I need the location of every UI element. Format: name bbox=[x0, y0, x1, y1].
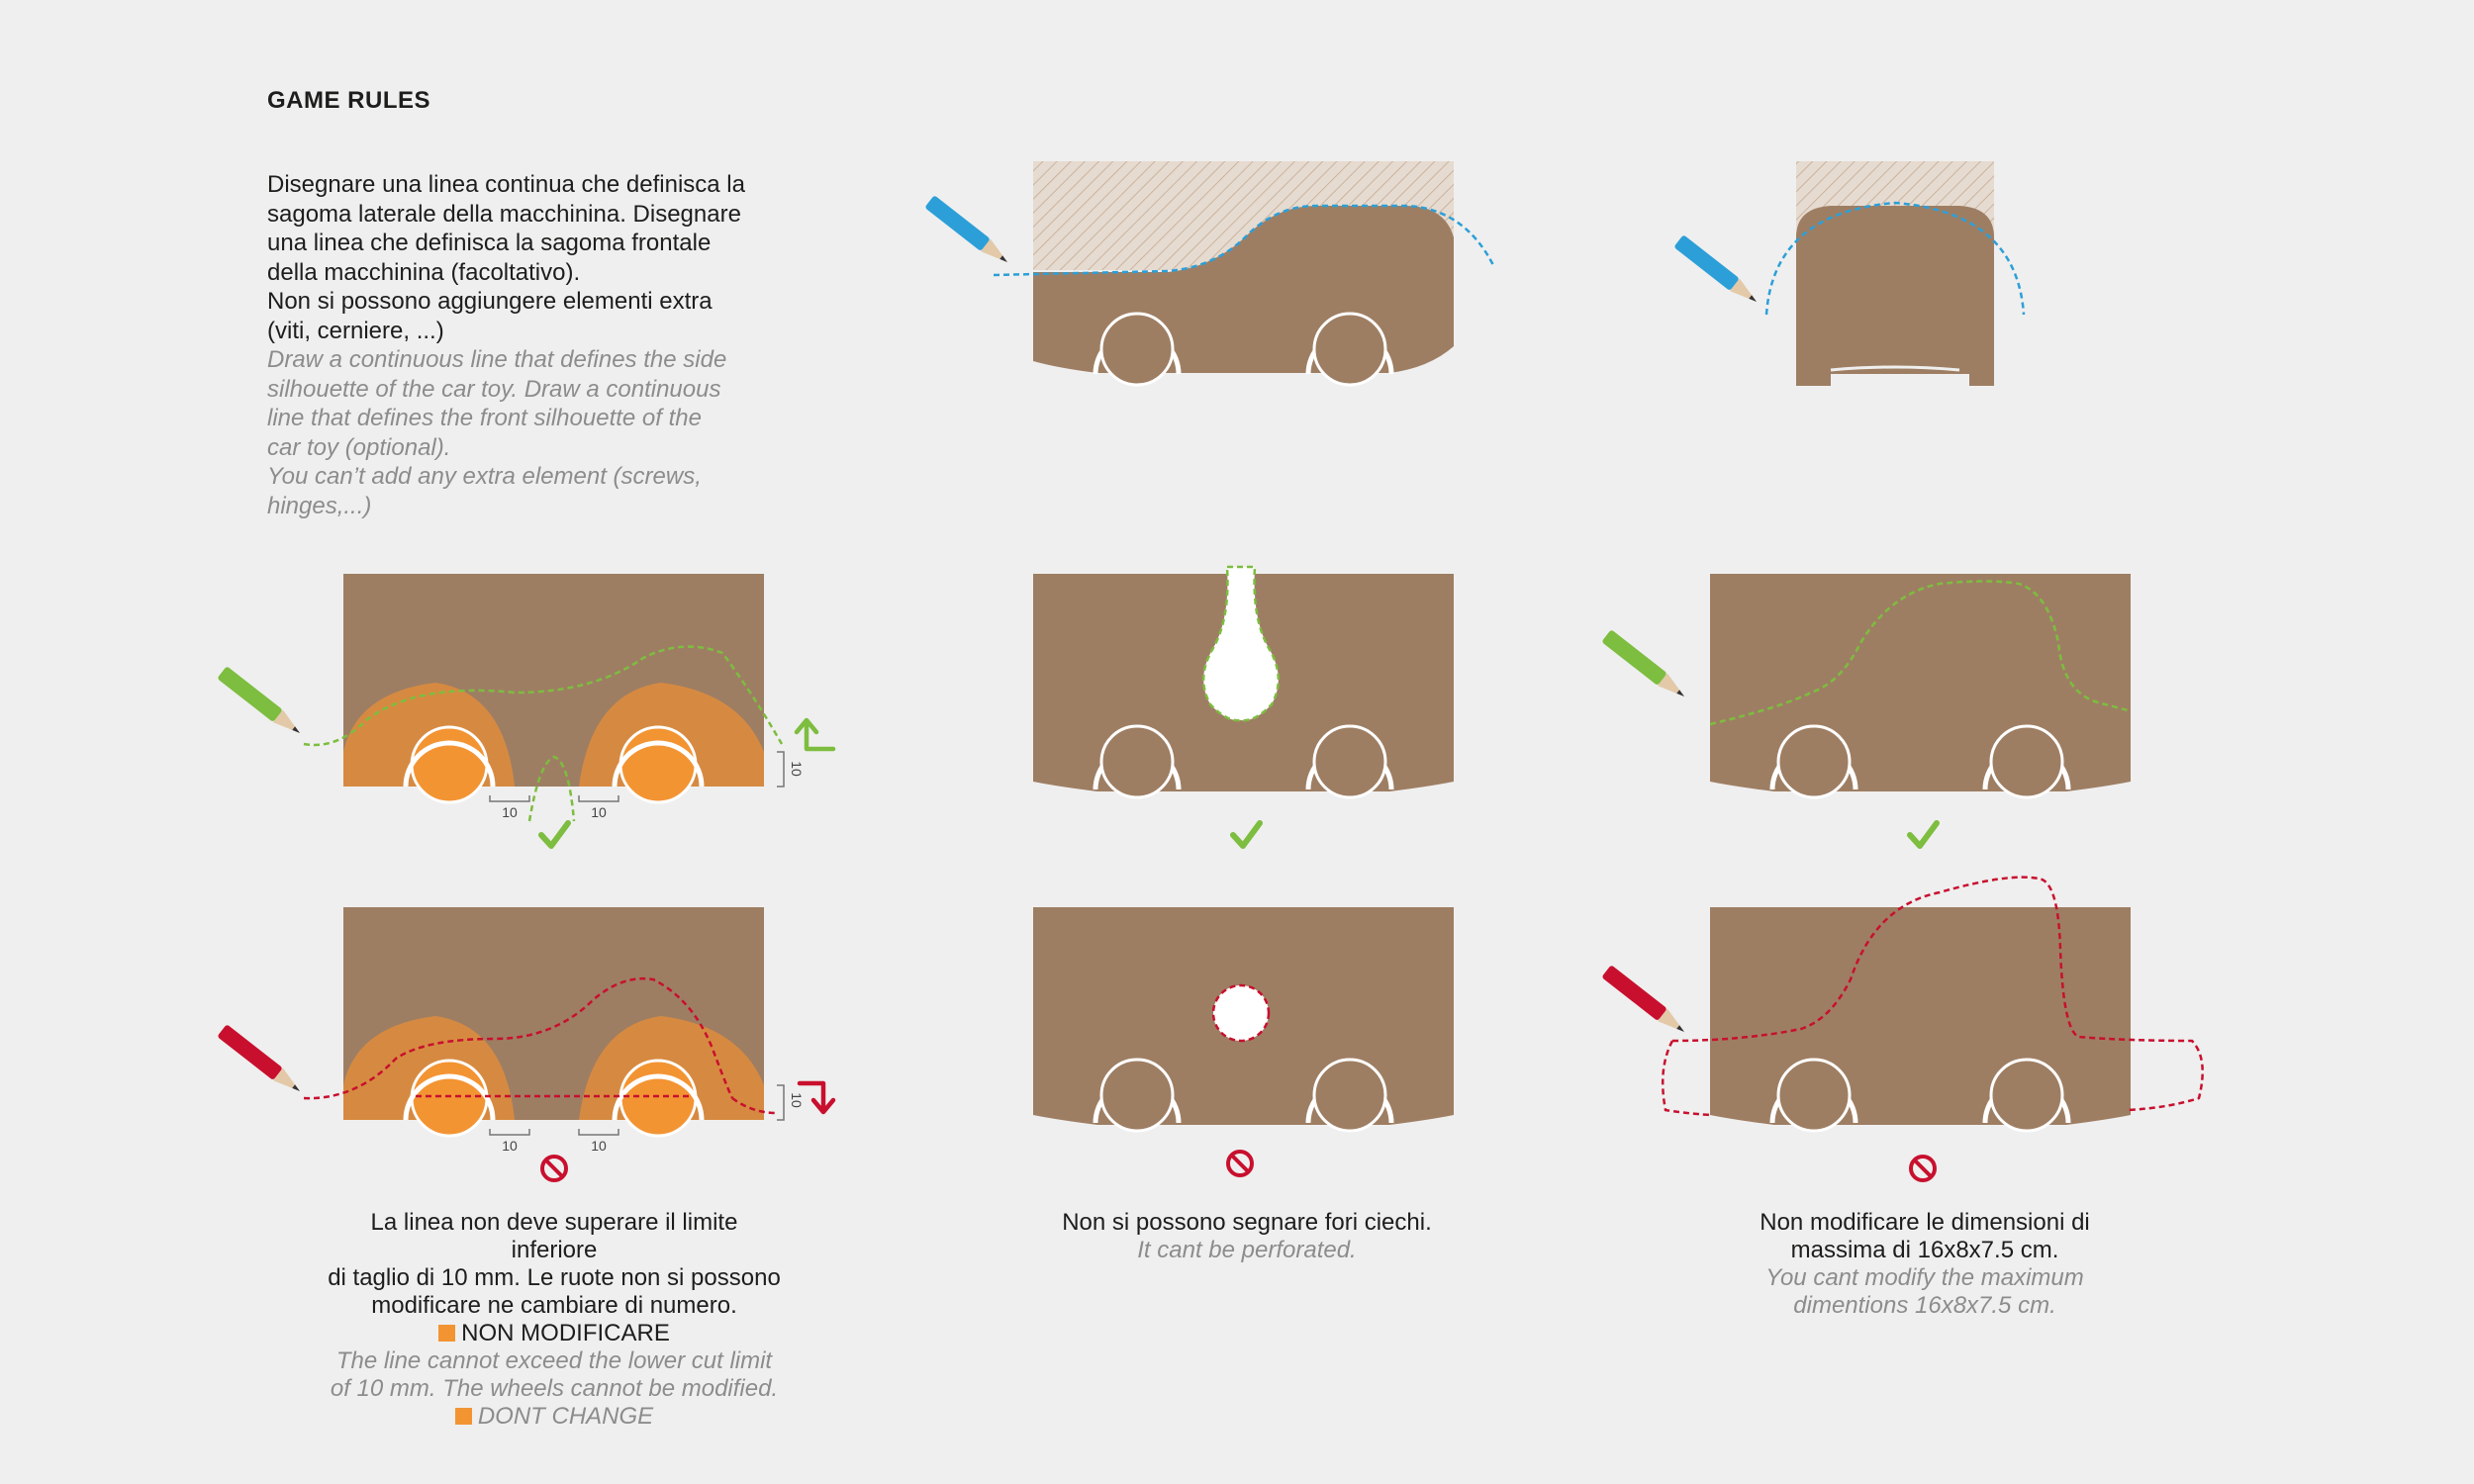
keyhole-cut-diagram bbox=[1033, 565, 1454, 797]
intro-it-line: Non si possono aggiungere elementi extra bbox=[267, 288, 713, 315]
intro-en-line: car toy (optional). bbox=[267, 433, 451, 461]
size-rule-caption: Non modificare le dimensioni di massima … bbox=[1702, 1209, 2147, 1320]
car-side-view bbox=[993, 161, 1496, 387]
caption-it-line: La linea non deve superare il limite inf… bbox=[370, 1209, 738, 1263]
caption-it-line: Non modificare le dimensioni di bbox=[1760, 1209, 2090, 1236]
holes-rule-caption: Non si possono segnare fori ciechi. It c… bbox=[999, 1209, 1494, 1264]
car-front-view bbox=[1764, 161, 2026, 386]
intro-en-line: line that defines the front silhouette o… bbox=[267, 405, 702, 431]
blind-hole-diagram bbox=[1033, 907, 1454, 1131]
pencil-icon bbox=[1673, 234, 1761, 309]
dimension-gap-label: 10 bbox=[591, 1138, 607, 1154]
dimension-gap-label: 10 bbox=[502, 804, 518, 820]
caption-en-line: It cant be perforated. bbox=[1137, 1237, 1357, 1263]
pencil-icon bbox=[1601, 629, 1689, 703]
wheel-zone-ko-diagram bbox=[303, 907, 836, 1138]
wheel-zone-ok-diagram bbox=[303, 574, 836, 822]
caption-it-line: modificare ne cambiare di numero. bbox=[371, 1292, 737, 1319]
page-title: GAME RULES bbox=[267, 87, 431, 114]
intro-en-line: silhouette of the car toy. Draw a contin… bbox=[267, 375, 721, 403]
pencil-icon bbox=[1601, 965, 1689, 1039]
silhouette-ok-diagram bbox=[1710, 574, 2131, 797]
intro-en-line: You can’t add any extra element (screws, bbox=[267, 463, 702, 490]
intro-text: Disegnare una linea continua che definis… bbox=[267, 170, 821, 520]
prohibited-icon bbox=[1909, 1155, 1937, 1182]
caption-en-marker: DONT CHANGE bbox=[327, 1403, 782, 1431]
pencil-icon bbox=[924, 195, 1012, 269]
intro-en-line: hinges,...) bbox=[267, 492, 372, 519]
intro-it-line: (viti, cerniere, ...) bbox=[267, 317, 444, 344]
oversize-diagram bbox=[1661, 876, 2204, 1131]
caption-it-marker-text: NON MODIFICARE bbox=[461, 1320, 670, 1346]
dimension-height-label: 10 bbox=[789, 1092, 805, 1108]
intro-it-line: della macchinina (facoltativo). bbox=[267, 258, 581, 286]
prohibited-icon bbox=[1226, 1150, 1254, 1177]
check-icon bbox=[1910, 823, 1937, 846]
pencil-icon bbox=[217, 666, 305, 740]
intro-it-line: sagoma laterale della macchinina. Disegn… bbox=[267, 200, 741, 228]
intro-it-line: una linea che definisca la sagoma fronta… bbox=[267, 230, 712, 256]
intro-it-line: Disegnare una linea continua che definis… bbox=[267, 171, 745, 198]
car-side-block bbox=[1710, 574, 2131, 797]
dimension-gap-label: 10 bbox=[502, 1138, 518, 1154]
pencil-icon bbox=[217, 1024, 305, 1098]
caption-it-marker: NON MODIFICARE bbox=[327, 1320, 782, 1347]
dimension-height-label: 10 bbox=[789, 761, 805, 777]
check-icon bbox=[1233, 823, 1260, 846]
prohibited-icon bbox=[540, 1155, 568, 1182]
caption-en-marker-text: DONT CHANGE bbox=[477, 1403, 654, 1430]
caption-en-line: of 10 mm. The wheels cannot be modified. bbox=[330, 1375, 779, 1402]
dimension-gap-label: 10 bbox=[591, 804, 607, 820]
check-icon bbox=[541, 823, 568, 846]
caption-it-line: di taglio di 10 mm. Le ruote non si poss… bbox=[328, 1264, 781, 1291]
caption-it-line: massima di 16x8x7.5 cm. bbox=[1790, 1237, 2059, 1263]
caption-en-line: You cant modify the maximum bbox=[1765, 1264, 2084, 1291]
car-side-block bbox=[1710, 907, 2131, 1131]
orange-square-icon bbox=[438, 1325, 456, 1342]
caption-en-line: dimentions 16x8x7.5 cm. bbox=[1793, 1292, 2056, 1319]
intro-en-line: Draw a continuous line that defines the … bbox=[267, 346, 727, 373]
orange-square-icon bbox=[454, 1408, 472, 1425]
wheels-rule-caption: La linea non deve superare il limite inf… bbox=[327, 1209, 782, 1431]
caption-it-line: Non si possono segnare fori ciechi. bbox=[1062, 1209, 1432, 1236]
caption-en-line: The line cannot exceed the lower cut lim… bbox=[335, 1347, 773, 1374]
